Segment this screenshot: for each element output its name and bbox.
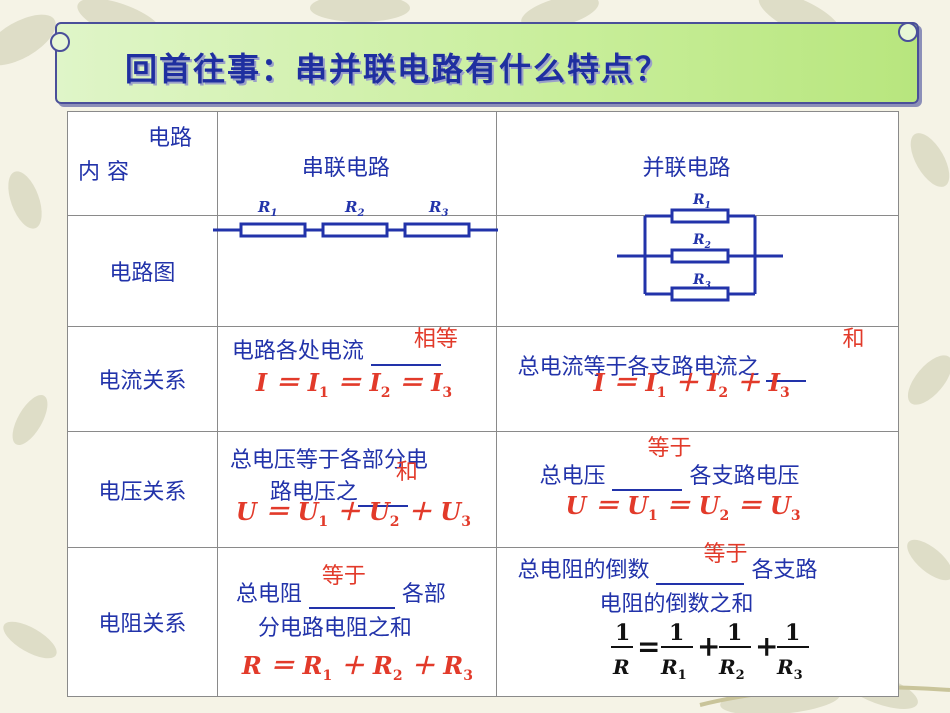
parallel-voltage-formula: U ＝ U1 ＝ U2 ＝ U3 — [565, 491, 801, 524]
series-voltage-answer: 和 — [395, 460, 418, 485]
parallel-resistance-formula: 1 R = 1 R1 + 1 R2 + 1 R3 — [611, 620, 810, 680]
current-row: 电流关系 电路各处电流 相等 I ＝ I1 ＝ I2 ＝ I3 总电流等于各支路… — [67, 326, 899, 432]
series-resistance-formula: R ＝ R1 ＋ R2 ＋ R3 — [241, 651, 473, 684]
svg-text:1: 1 — [669, 620, 684, 646]
parallel-resistance-line2: 电阻的倒数之和 — [599, 592, 754, 617]
parallel-current-cell: 总电流等于各支路电流之 和 I ＝ I1 ＋ I2 ＋ I3 — [496, 326, 899, 432]
corner-label-top: 电路 — [148, 126, 193, 151]
parallel-voltage-answer: 等于 — [647, 436, 692, 461]
series-circuit-diagram: R1 R2 R3 — [212, 198, 498, 238]
header-series: 串联电路 — [216, 111, 498, 216]
svg-text:R1: R1 — [660, 655, 687, 680]
corner-cell: 电路 内 容 — [67, 111, 218, 216]
row-label-voltage: 电压关系 — [98, 479, 187, 505]
header-parallel: 并联电路 — [496, 111, 899, 216]
row-label-resistance: 电阻关系 — [98, 612, 187, 637]
svg-text:R3: R3 — [428, 198, 448, 219]
parallel-current-formula: I ＝ I1 ＋ I2 ＋ I3 — [593, 368, 790, 401]
page-title: 回首往事：串并联电路有什么特点？ — [125, 50, 670, 88]
svg-text:1: 1 — [727, 620, 742, 646]
svg-text:R1: R1 — [257, 198, 277, 219]
svg-text:R3: R3 — [776, 655, 803, 680]
parallel-resistance-answer: 等于 — [703, 542, 748, 567]
svg-text:R: R — [612, 655, 630, 679]
series-current-text: 电路各处电流 — [232, 333, 441, 366]
parallel-current-answer: 和 — [842, 327, 865, 352]
series-resistance-line2: 分电路电阻之和 — [257, 616, 412, 641]
header-row: 电路 内 容 串联电路 并联电路 — [67, 111, 899, 216]
series-current-formula: I ＝ I1 ＝ I2 ＝ I3 — [255, 368, 453, 401]
parallel-header: 并联电路 — [642, 156, 731, 181]
parallel-voltage-statement-a: 总电压 — [539, 464, 606, 489]
series-voltage-line1: 总电压等于各部分电 — [229, 448, 428, 473]
svg-text:R1: R1 — [692, 192, 711, 211]
parallel-resistance-statement-a: 总电阻的倒数 — [517, 558, 650, 583]
series-voltage-statement: 路电压之 — [269, 480, 358, 505]
svg-text:1: 1 — [615, 620, 630, 646]
svg-text:1: 1 — [785, 620, 800, 646]
diagram-row: 电路图 R1 R2 R3 — [67, 192, 899, 327]
series-voltage-cell: 总电压等于各部分电 路电压之 和 U ＝ U1 ＋ U2 ＋ U3 — [216, 431, 498, 548]
series-current-answer: 相等 — [413, 327, 458, 352]
title-banner: 回首往事：串并联电路有什么特点？ — [55, 22, 919, 104]
series-resistance-statement-b: 各部 — [401, 582, 446, 607]
svg-text:R2: R2 — [718, 655, 745, 680]
parallel-current-text: 总电流等于各支路电流之 — [517, 349, 807, 382]
parallel-resistance-statement-b: 各支路 — [751, 558, 818, 583]
current-label-cell: 电流关系 — [67, 326, 218, 432]
series-header: 串联电路 — [301, 156, 390, 181]
row-label-diagram: 电路图 — [109, 261, 176, 286]
diagram-label-cell: 电路图 — [67, 215, 218, 327]
voltage-row: 电压关系 总电压等于各部分电 路电压之 和 U ＝ U1 ＋ U2 ＋ U3 总… — [67, 431, 899, 548]
svg-text:+: + — [697, 630, 720, 663]
parallel-voltage-statement-b: 各支路电压 — [689, 464, 800, 489]
series-resistance-answer: 等于 — [321, 564, 366, 589]
parallel-diagram-cell: R1 R2 R3 — [496, 192, 899, 327]
series-voltage-line2: 路电压之 — [270, 474, 408, 507]
row-label-current: 电流关系 — [98, 369, 187, 394]
parallel-circuit-diagram: R1 R2 R3 — [617, 192, 784, 302]
scroll-curl-left — [50, 32, 70, 52]
parallel-resistance-cell: 总电阻的倒数 各支路 等于 电阻的倒数之和 1 R = 1 R1 + 1 R2 … — [496, 542, 899, 697]
series-current-cell: 电路各处电流 相等 I ＝ I1 ＝ I2 ＝ I3 — [216, 326, 498, 432]
voltage-label-cell: 电压关系 — [67, 431, 218, 548]
scroll-curl-right — [898, 22, 918, 42]
series-resistance-statement-a: 总电阻 — [235, 582, 302, 607]
resistance-row: 电阻关系 总电阻 各部 等于 分电路电阻之和 R ＝ R1 ＋ R2 ＋ R3 … — [67, 542, 899, 697]
parallel-current-statement: 总电流等于各支路电流之 — [517, 355, 760, 380]
comparison-table: 电路 内 容 串联电路 并联电路 电路图 R1 R2 R3 — [67, 111, 899, 697]
svg-text:R2: R2 — [344, 198, 364, 219]
series-voltage-formula: U ＝ U1 ＋ U2 ＋ U3 — [235, 497, 471, 530]
resistance-label-cell: 电阻关系 — [67, 547, 218, 697]
series-resistance-cell: 总电阻 各部 等于 分电路电阻之和 R ＝ R1 ＋ R2 ＋ R3 — [216, 547, 498, 697]
parallel-resistance-line1: 总电阻的倒数 各支路 — [517, 552, 818, 585]
series-current-statement: 电路各处电流 — [231, 339, 364, 364]
corner-label-bottom: 内 容 — [78, 160, 129, 185]
series-diagram-cell: R1 R2 R3 — [212, 198, 498, 327]
svg-text:+: + — [755, 630, 778, 663]
svg-text:R2: R2 — [692, 232, 711, 251]
series-resistance-line1: 总电阻 各部 — [236, 576, 446, 609]
parallel-voltage-text: 总电压 各支路电压 — [539, 458, 800, 491]
svg-text:=: = — [637, 630, 660, 663]
parallel-voltage-cell: 总电压 各支路电压 等于 U ＝ U1 ＝ U2 ＝ U3 — [496, 431, 899, 548]
